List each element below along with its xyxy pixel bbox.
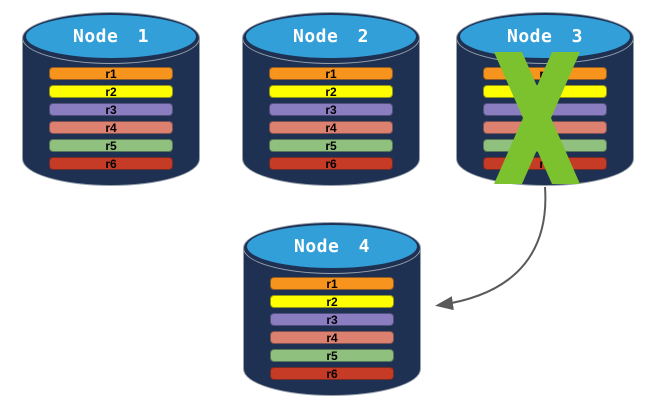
node-label: Node 4 [293,236,371,257]
cylinder-top-face: Node 3 [460,15,630,58]
row-bar-r5: r5 [270,349,394,362]
row-bar-r1: r1 [49,67,173,80]
row-bar-r4: r4 [49,121,173,134]
row-bar-r2: r2 [270,295,394,308]
row-bar-r2: r2 [269,85,393,98]
cylinder-top-face: Node 4 [247,225,417,268]
db-node-2: Node 2 r1 r2 r3 r4 r5 r6 [242,12,420,186]
node-label: Node 1 [72,26,150,47]
row-bar-r1: r1 [270,277,394,290]
cylinder-top-face: Node 2 [246,15,416,58]
row-bar-r2: r2 [49,85,173,98]
db-node-1: Node 1 r1 r2 r3 r4 r5 r6 [22,12,200,186]
node-label: Node 3 [506,26,584,47]
row-stack: r1 r2 r3 r4 r5 r6 [49,67,173,170]
db-node-4: Node 4 r1 r2 r3 r4 r5 r6 [243,222,421,396]
row-stack: r1 r2 r3 r4 r5 r6 [270,277,394,380]
cylinder-top-rim: Node 3 [456,12,634,64]
row-bar-r1: r1 [269,67,393,80]
row-bar-r6: r6 [270,367,394,380]
row-bar-r4: r4 [270,331,394,344]
row-bar-r6: r6 [49,157,173,170]
node-label: Node 2 [292,26,370,47]
row-bar-r3: r3 [270,313,394,326]
arrow-curve [435,186,547,311]
row-bar-r3: r3 [269,103,393,116]
cylinder-top-face: Node 1 [26,15,196,58]
row-bar-r5: r5 [269,139,393,152]
cylinder-top-rim: Node 4 [243,222,421,274]
cylinder-top-rim: Node 2 [242,12,420,64]
row-bar-r4: r4 [269,121,393,134]
row-bar-r5: r5 [49,139,173,152]
row-stack: r1 r2 r3 r4 r5 r6 [269,67,393,170]
cylinder-top-rim: Node 1 [22,12,200,64]
row-bar-r6: r6 [269,157,393,170]
row-bar-r3: r3 [49,103,173,116]
failure-cross-icon [494,52,580,184]
